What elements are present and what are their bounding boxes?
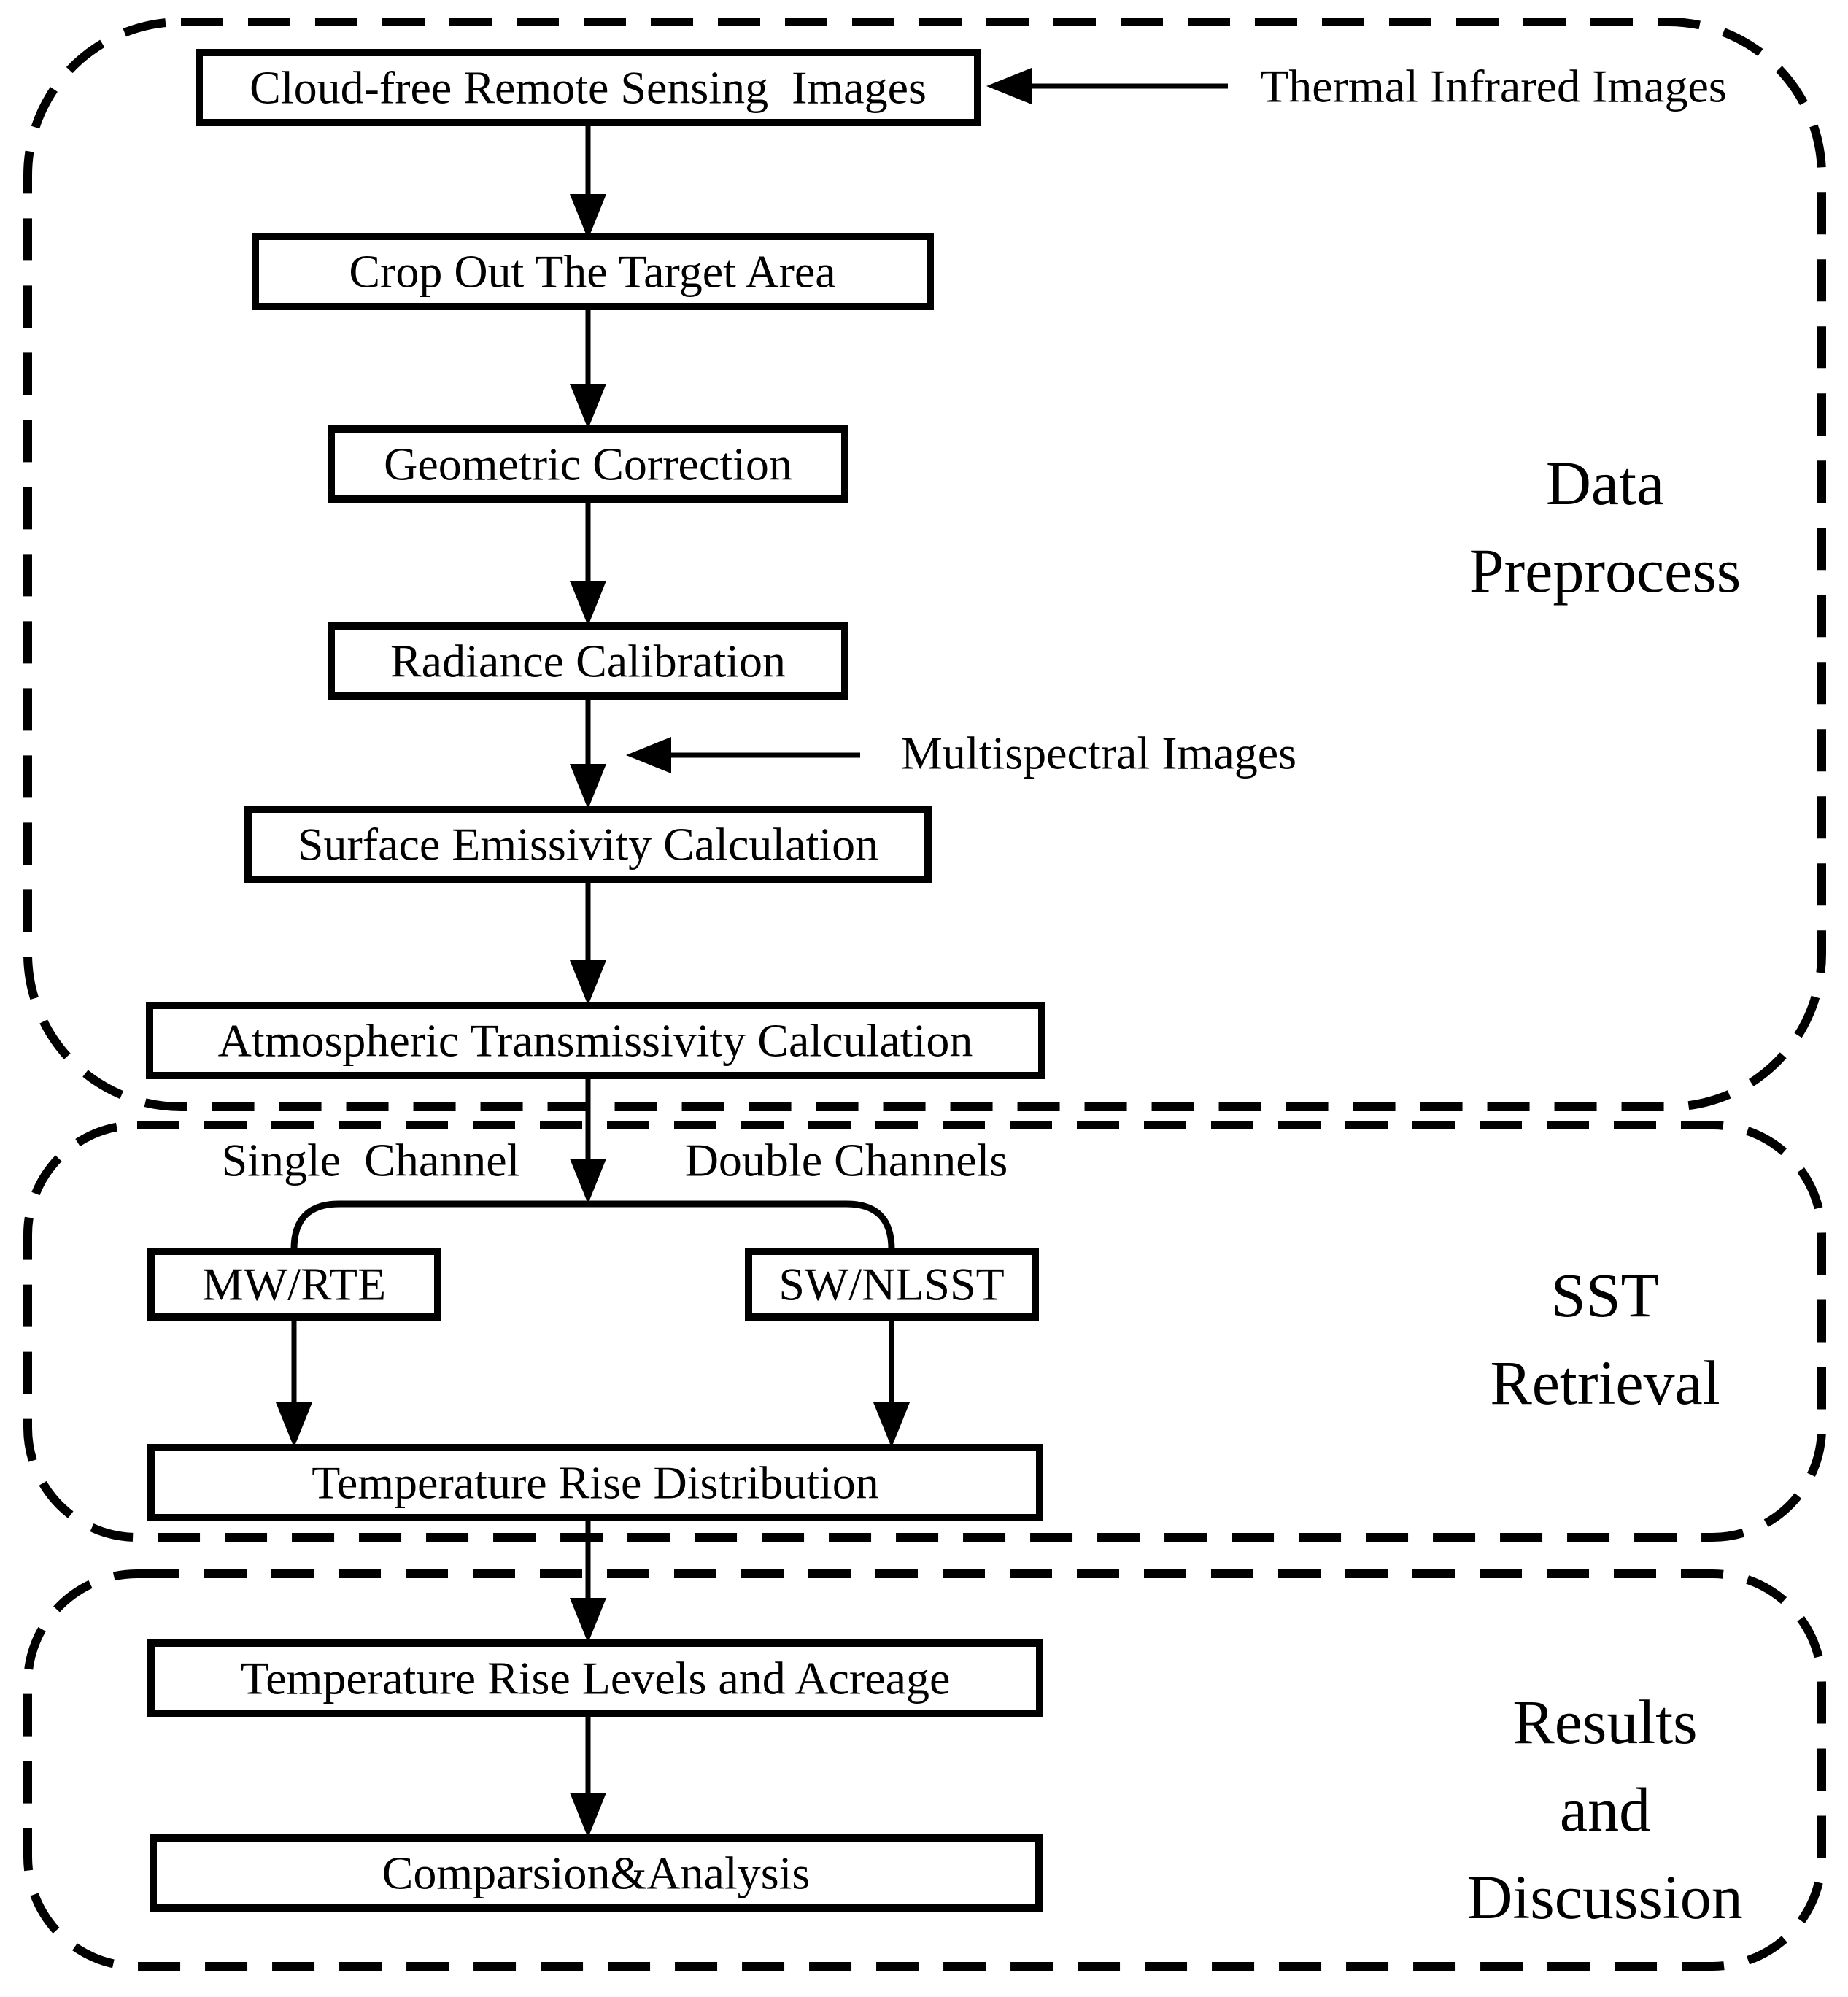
box-cloud-free [196, 49, 981, 126]
section-data-preprocess-border [23, 18, 1826, 1111]
arrow-swnlsst-to-dist-head [873, 1402, 910, 1448]
arrow-thermal-head [986, 68, 1032, 104]
arrow-crop-to-geometric-head [570, 384, 606, 429]
box-comparison-analysis [150, 1834, 1043, 1912]
box-temp-rise-levels-label: Temperature Rise Levels and Acreage [241, 1653, 951, 1704]
section-title-data: Data [1546, 448, 1664, 518]
box-temp-rise-distribution [147, 1444, 1043, 1521]
box-geometric-correction-label: Geometric Correction [384, 439, 792, 490]
box-surface-emissivity [244, 806, 932, 883]
arrow-dist-to-levels-head [570, 1598, 606, 1643]
box-crop-out [252, 233, 934, 310]
box-temp-rise-distribution-label: Temperature Rise Distribution [312, 1457, 879, 1509]
section-title-retrieval: Retrieval [1490, 1348, 1720, 1418]
box-atmospheric-transmissivity-label: Atmospheric Transmissivity Calculation [218, 1015, 973, 1067]
box-sw-nlsst [745, 1248, 1039, 1321]
box-temp-rise-levels [147, 1639, 1043, 1717]
box-surface-emissivity-label: Surface Emissivity Calculation [298, 819, 878, 870]
arrow-emissivity-to-transmissivity-head [570, 960, 606, 1005]
annotation-single-channel: Single Channel [222, 1135, 520, 1186]
arrow-mwrte-to-dist-head [276, 1402, 312, 1448]
box-radiance-calibration-label: Radiance Calibration [390, 636, 786, 687]
process-boxes: Cloud-free Remote Sensing Images Crop Ou… [146, 49, 1045, 1912]
box-crop-out-label: Crop Out The Target Area [349, 246, 835, 298]
box-mw-rte-label: MW/RTE [202, 1259, 386, 1310]
section-title-preprocess: Preprocess [1469, 536, 1741, 606]
section-title-results: Results [1512, 1687, 1697, 1757]
arrow-geometric-to-radiance-head [570, 581, 606, 626]
annotation-labels: Thermal Infrared Images Multispectral Im… [222, 61, 1727, 1186]
box-cloud-free-label: Cloud-free Remote Sensing Images [250, 62, 927, 114]
box-atmospheric-transmissivity [146, 1002, 1045, 1079]
section-sst-retrieval-border [23, 1121, 1826, 1542]
section-titles: Data Preprocess SST Retrieval Results an… [1467, 448, 1742, 1932]
flow-arrows [276, 123, 910, 1838]
arrow-radiance-to-emissivity-head [570, 764, 606, 809]
box-mw-rte [147, 1248, 441, 1321]
arrow-transmissivity-to-branch-head [570, 1159, 606, 1204]
section-title-sst: SST [1551, 1260, 1659, 1330]
annotation-arrows [626, 68, 1228, 773]
branch-split-connector [290, 1200, 895, 1251]
box-sw-nlsst-label: SW/NLSST [778, 1259, 1004, 1310]
box-comparison-analysis-label: Comparsion&Analysis [382, 1847, 811, 1899]
annotation-double-channels: Double Channels [685, 1135, 1008, 1186]
box-geometric-correction [328, 425, 848, 503]
box-radiance-calibration [328, 622, 848, 700]
section-title-and: and [1560, 1774, 1650, 1845]
arrow-cloudfree-to-crop-head [570, 194, 606, 239]
arrow-multispectral-head [626, 737, 671, 773]
arrow-levels-to-comparison-head [570, 1793, 606, 1838]
section-results-discussion-border [23, 1569, 1826, 1971]
annotation-thermal-infrared: Thermal Infrared Images [1260, 61, 1727, 112]
section-title-discussion: Discussion [1467, 1862, 1742, 1932]
annotation-multispectral: Multispectral Images [901, 727, 1296, 779]
